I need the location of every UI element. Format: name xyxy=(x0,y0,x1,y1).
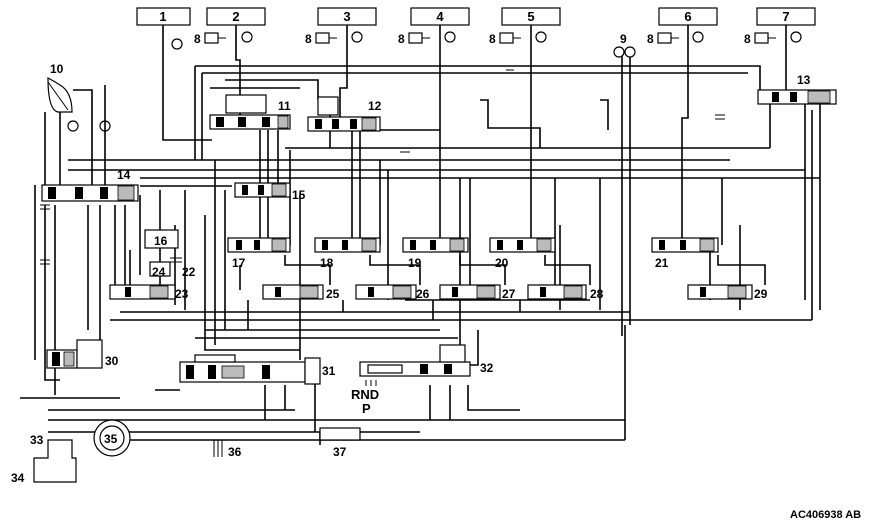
valve-13: 13 xyxy=(757,73,837,105)
svg-text:8: 8 xyxy=(305,32,312,46)
pump-35: 35 xyxy=(93,419,131,457)
svg-text:32: 32 xyxy=(480,361,494,375)
strainer-33-34: 33 34 xyxy=(11,433,77,485)
solenoid-17: 17 xyxy=(227,237,291,270)
valve-14: 14 xyxy=(41,168,139,202)
svg-text:RND: RND xyxy=(351,387,379,402)
top-label-box-6: 6 xyxy=(658,7,718,26)
sensor-8-f: 8 xyxy=(744,32,776,46)
valve-32: 32 xyxy=(359,344,494,377)
svg-text:8: 8 xyxy=(489,32,496,46)
svg-text:34: 34 xyxy=(11,471,25,485)
top-label-box-3: 3 xyxy=(317,7,377,26)
svg-text:8: 8 xyxy=(398,32,405,46)
sensor-8-c: 8 xyxy=(398,32,430,46)
valve-28: 28 xyxy=(527,284,604,301)
valve-29: 29 xyxy=(687,284,768,301)
figure-code: AC406938 AB xyxy=(790,509,861,521)
svg-text:10: 10 xyxy=(50,62,64,76)
valve-26: 26 xyxy=(355,284,430,301)
svg-text:18: 18 xyxy=(320,256,334,270)
svg-text:11: 11 xyxy=(278,99,291,113)
component-37: 37 xyxy=(319,427,361,459)
sensor-8-a: 8 xyxy=(194,32,226,46)
solenoid-20: 20 xyxy=(489,237,556,270)
sensor-8-e: 8 xyxy=(647,32,679,46)
component-9: 9 xyxy=(613,32,636,58)
top-label-box-7: 7 xyxy=(756,7,816,26)
valve-30: 30 xyxy=(46,339,119,369)
svg-text:31: 31 xyxy=(322,364,336,378)
svg-text:15: 15 xyxy=(292,188,306,202)
component-36: 36 xyxy=(213,440,242,459)
svg-text:13: 13 xyxy=(797,73,811,87)
component-16: 16 xyxy=(144,229,179,249)
svg-text:33: 33 xyxy=(30,433,44,447)
svg-text:8: 8 xyxy=(194,32,201,46)
svg-text:20: 20 xyxy=(495,256,509,270)
svg-text:37: 37 xyxy=(333,445,347,459)
svg-text:30: 30 xyxy=(105,354,119,368)
labels-22-24: 24 22 xyxy=(149,261,196,279)
top-label-box-4: 4 xyxy=(410,7,470,26)
svg-text:25: 25 xyxy=(326,287,340,301)
svg-text:5: 5 xyxy=(527,9,534,24)
svg-text:21: 21 xyxy=(655,256,669,270)
svg-text:19: 19 xyxy=(408,256,422,270)
svg-text:14: 14 xyxy=(117,168,131,182)
svg-text:28: 28 xyxy=(590,287,604,301)
orifice-symbols xyxy=(67,31,802,132)
svg-text:4: 4 xyxy=(436,9,444,24)
line-marks xyxy=(40,65,725,265)
top-label-box-2: 2 xyxy=(206,7,266,26)
svg-text:2: 2 xyxy=(232,9,239,24)
svg-text:16: 16 xyxy=(154,234,168,248)
gear-position-labels: RND P xyxy=(351,380,379,416)
svg-text:35: 35 xyxy=(104,432,118,446)
solenoid-18: 18 xyxy=(314,237,381,270)
valve-23: 23 xyxy=(109,284,189,301)
svg-text:22: 22 xyxy=(182,265,196,279)
valve-27: 27 xyxy=(439,284,516,301)
reservoir-10: 10 xyxy=(47,62,73,113)
solenoid-21: 21 xyxy=(651,237,719,270)
svg-text:6: 6 xyxy=(684,9,691,24)
valve-11: 11 xyxy=(209,94,291,130)
sensor-8-d: 8 xyxy=(489,32,521,46)
svg-text:24: 24 xyxy=(152,265,166,279)
valve-12: 12 xyxy=(307,96,382,132)
valve-31: 31 xyxy=(179,354,336,385)
sensor-8-b: 8 xyxy=(305,32,337,46)
svg-text:9: 9 xyxy=(620,32,627,46)
svg-text:1: 1 xyxy=(159,9,166,24)
svg-text:8: 8 xyxy=(647,32,654,46)
svg-text:7: 7 xyxy=(782,9,789,24)
svg-text:27: 27 xyxy=(502,287,516,301)
valve-15: 15 xyxy=(234,182,306,202)
hydraulic-lines xyxy=(20,25,821,445)
svg-text:8: 8 xyxy=(744,32,751,46)
top-label-box-5: 5 xyxy=(501,7,561,26)
svg-text:P: P xyxy=(362,401,371,416)
pressure-sensors: 8 8 8 8 8 8 xyxy=(194,32,776,46)
svg-text:36: 36 xyxy=(228,445,242,459)
valve-25: 25 xyxy=(262,284,340,301)
svg-text:26: 26 xyxy=(416,287,430,301)
svg-text:23: 23 xyxy=(175,287,189,301)
svg-text:12: 12 xyxy=(368,99,382,113)
svg-text:3: 3 xyxy=(343,9,350,24)
svg-text:29: 29 xyxy=(754,287,768,301)
top-label-box-1: 1 xyxy=(136,7,191,26)
svg-text:17: 17 xyxy=(232,256,246,270)
solenoid-19: 19 xyxy=(402,237,469,270)
